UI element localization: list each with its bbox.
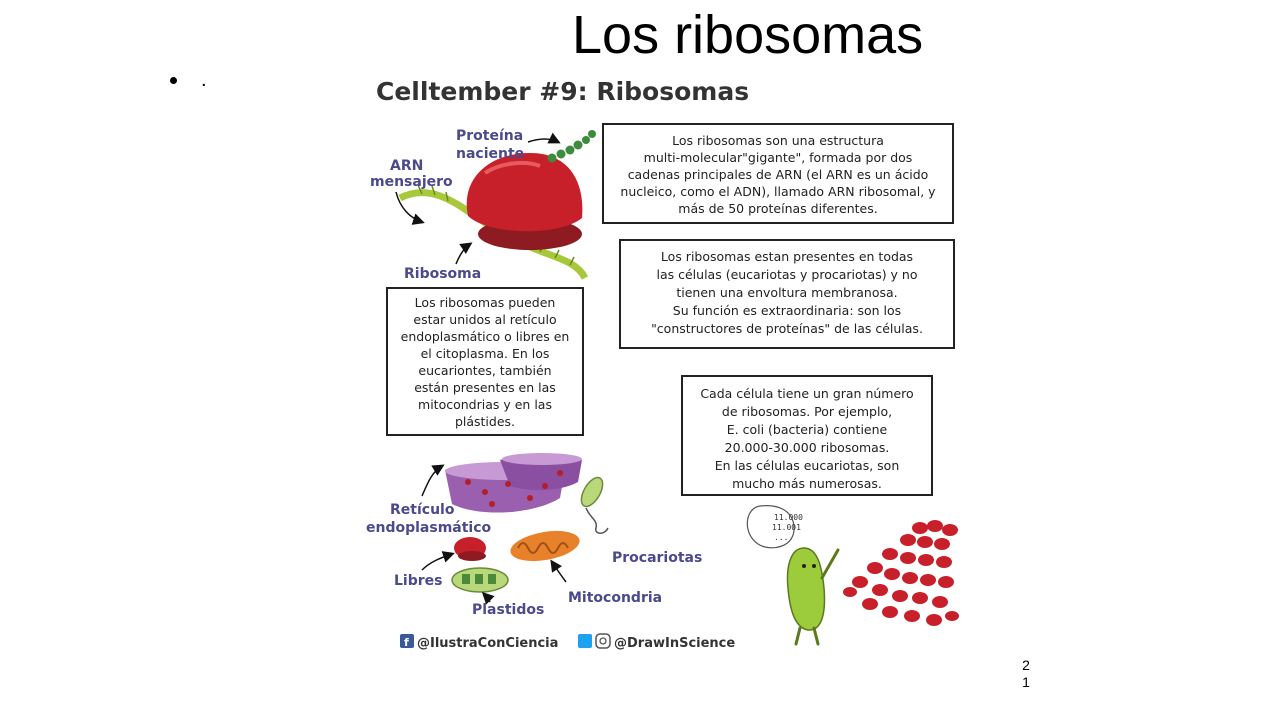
label-prokaryotes: Procariotas xyxy=(612,550,702,566)
presence-line-4: Su función es extraordinaria: son los xyxy=(673,303,901,318)
facebook-icon xyxy=(400,634,414,648)
label-nascent-protein-2: naciente xyxy=(456,146,524,162)
credit-facebook: @IlustraConCiencia xyxy=(417,636,558,651)
info-box-structure: Los ribosomas son una estructura multi-m… xyxy=(602,123,954,224)
label-plastids: Plastidos xyxy=(472,602,544,618)
presence-line-2: las células (eucariotas y procariotas) y… xyxy=(657,267,918,282)
presence-line-5: "constructores de proteínas" de las célu… xyxy=(651,321,923,336)
location-line-3: endoplasmático o libres en xyxy=(401,329,570,344)
instagram-icon xyxy=(595,633,611,649)
label-mrna-2: mensajero xyxy=(370,174,453,190)
ribosome-pile-illustration xyxy=(843,520,959,626)
character-illustration: 11.000 11.001 ... xyxy=(746,505,840,646)
ribosome-infographic: Celltember #9: Ribosomas Proteína nacien… xyxy=(366,77,959,651)
twitter-icon xyxy=(578,634,592,648)
info-box-presence: Los ribosomas estan presentes en todas l… xyxy=(619,239,955,349)
location-line-4: el citoplasma. En los xyxy=(421,346,550,361)
prokaryote-illustration xyxy=(580,476,609,534)
label-er-1: Retículo xyxy=(390,502,455,518)
label-ribosome: Ribosoma xyxy=(404,266,481,282)
label-nascent-protein-1: Proteína xyxy=(456,128,523,144)
presence-line-3: tienen una envoltura membranosa. xyxy=(676,285,897,300)
info-box-location: Los ribosomas pueden estar unidos al ret… xyxy=(386,287,584,436)
infographic-heading: Celltember #9: Ribosomas xyxy=(376,77,749,106)
free-ribosome-illustration xyxy=(454,537,486,561)
info-box-number: Cada célula tiene un gran número de ribo… xyxy=(681,375,933,496)
location-line-8: plástides. xyxy=(455,414,515,429)
mitochondria-illustration xyxy=(510,530,580,562)
bullet-text: . xyxy=(201,69,207,91)
number-line-3: E. coli (bacteria) contiene xyxy=(727,422,888,437)
location-line-1: Los ribosomas pueden xyxy=(415,295,556,310)
number-line-4: 20.000-30.000 ribosomas. xyxy=(725,440,890,455)
bullet-item: . xyxy=(170,68,207,92)
label-mitochondria: Mitocondria xyxy=(568,590,662,606)
structure-line-4: nucleico, como el ADN), llamado ARN ribo… xyxy=(620,184,936,199)
label-free: Libres xyxy=(394,573,442,589)
location-line-5: eucariontes, también xyxy=(418,363,551,378)
plastid-illustration xyxy=(451,567,509,593)
structure-line-1: Los ribosomas son una estructura xyxy=(672,133,884,148)
location-line-7: mitocondrias y en las xyxy=(418,397,552,412)
endoplasmic-reticulum-illustration xyxy=(445,453,582,513)
structure-line-3: cadenas principales de ARN (el ARN es un… xyxy=(628,167,929,182)
credit-twitter-instagram: @DrawInScience xyxy=(614,636,735,651)
presence-line-1: Los ribosomas estan presentes en todas xyxy=(661,249,913,264)
speech-line-2: 11.001 xyxy=(772,523,801,532)
structure-line-2: multi-molecular"gigante", formada por do… xyxy=(644,150,913,165)
number-line-6: mucho más numerosas. xyxy=(732,476,882,491)
number-line-2: de ribosomas. Por ejemplo, xyxy=(722,404,892,419)
label-mrna-1: ARN xyxy=(390,158,423,174)
slide-title: Los ribosomas xyxy=(572,5,924,65)
location-line-6: están presentes en las xyxy=(414,380,556,395)
speech-line-1: 11.000 xyxy=(774,513,803,522)
bullet-dot-icon xyxy=(170,77,177,85)
svg-text:f: f xyxy=(404,636,409,649)
number-line-5: En las células eucariotas, son xyxy=(715,458,900,473)
page-number: 21 xyxy=(1022,657,1032,690)
structure-line-5: más de 50 proteínas diferentes. xyxy=(678,201,877,216)
label-er-2: endoplasmático xyxy=(366,520,492,536)
number-line-1: Cada célula tiene un gran número xyxy=(700,386,913,401)
location-line-2: estar unidos al retículo xyxy=(413,312,556,327)
speech-line-3: ... xyxy=(774,533,788,542)
credits: f @IlustraConCiencia @DrawInScience xyxy=(400,633,735,651)
ribosome-illustration xyxy=(398,130,596,280)
